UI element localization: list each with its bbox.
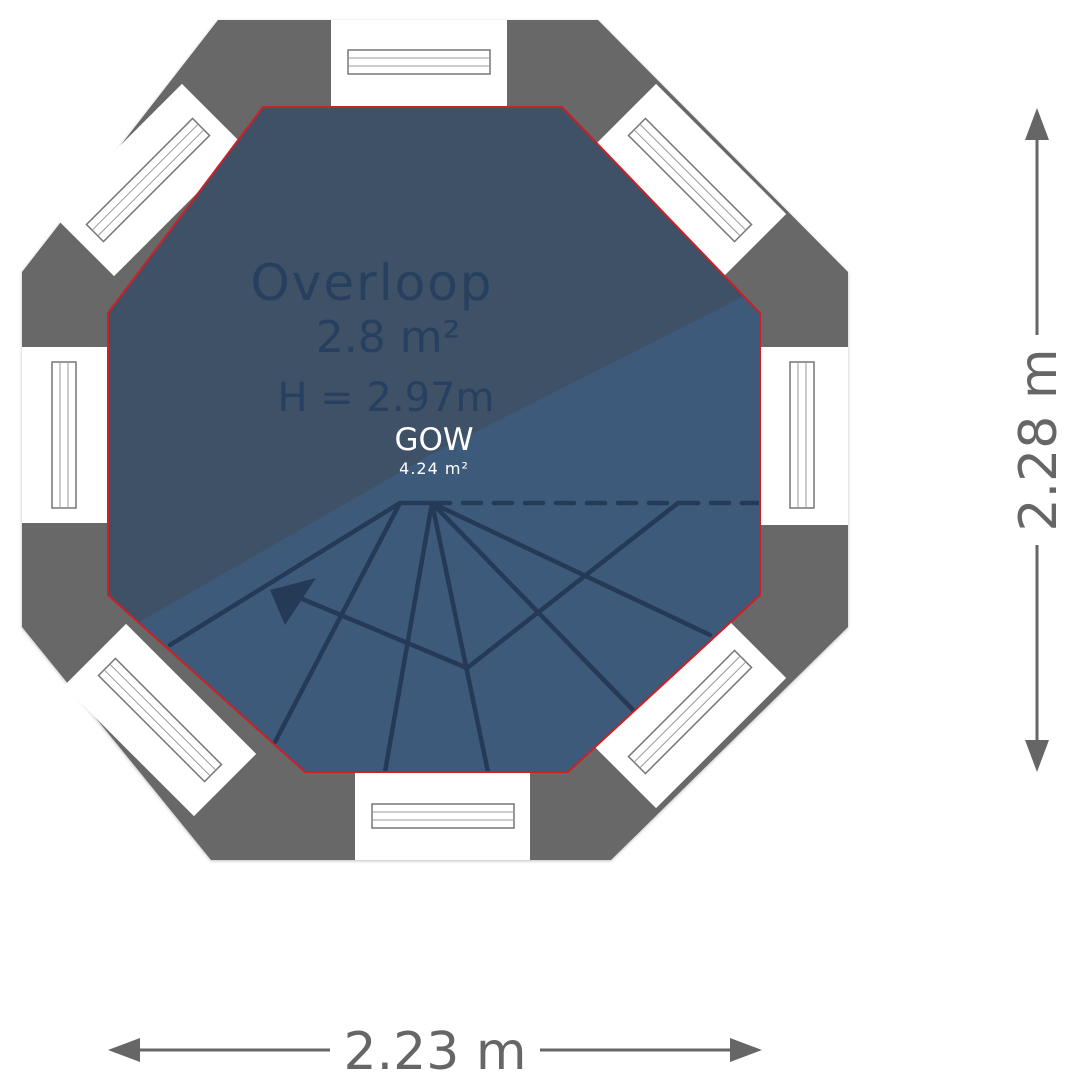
room-name: Overloop <box>250 254 493 312</box>
window-top-right <box>593 83 787 277</box>
zone-area: 4.24 m² <box>399 459 469 478</box>
depth-dimension: 2.28 m <box>1009 108 1066 772</box>
windows <box>22 20 848 860</box>
window-bottom-left <box>63 623 257 817</box>
arrow-left-icon <box>108 1038 140 1062</box>
window-left <box>22 347 108 523</box>
room-height: H = 2.97m <box>277 375 494 421</box>
arrow-right-icon <box>730 1038 762 1062</box>
stair-arrow-icon <box>270 578 316 625</box>
zone-name: GOW <box>394 422 473 458</box>
width-label: 2.23 m <box>344 1022 527 1080</box>
room-area: 2.8 m² <box>316 312 460 363</box>
window-top-left <box>51 83 245 277</box>
depth-label: 2.28 m <box>1009 349 1066 532</box>
window-right <box>760 347 848 525</box>
staircase <box>167 500 760 772</box>
width-dimension: 2.23 m <box>108 1022 762 1080</box>
window-bottom-right <box>593 615 787 809</box>
arrow-up-icon <box>1025 108 1049 140</box>
room-outline <box>107 106 761 773</box>
window-bottom <box>355 772 530 860</box>
window-top <box>331 20 507 107</box>
arrow-down-icon <box>1025 740 1049 772</box>
